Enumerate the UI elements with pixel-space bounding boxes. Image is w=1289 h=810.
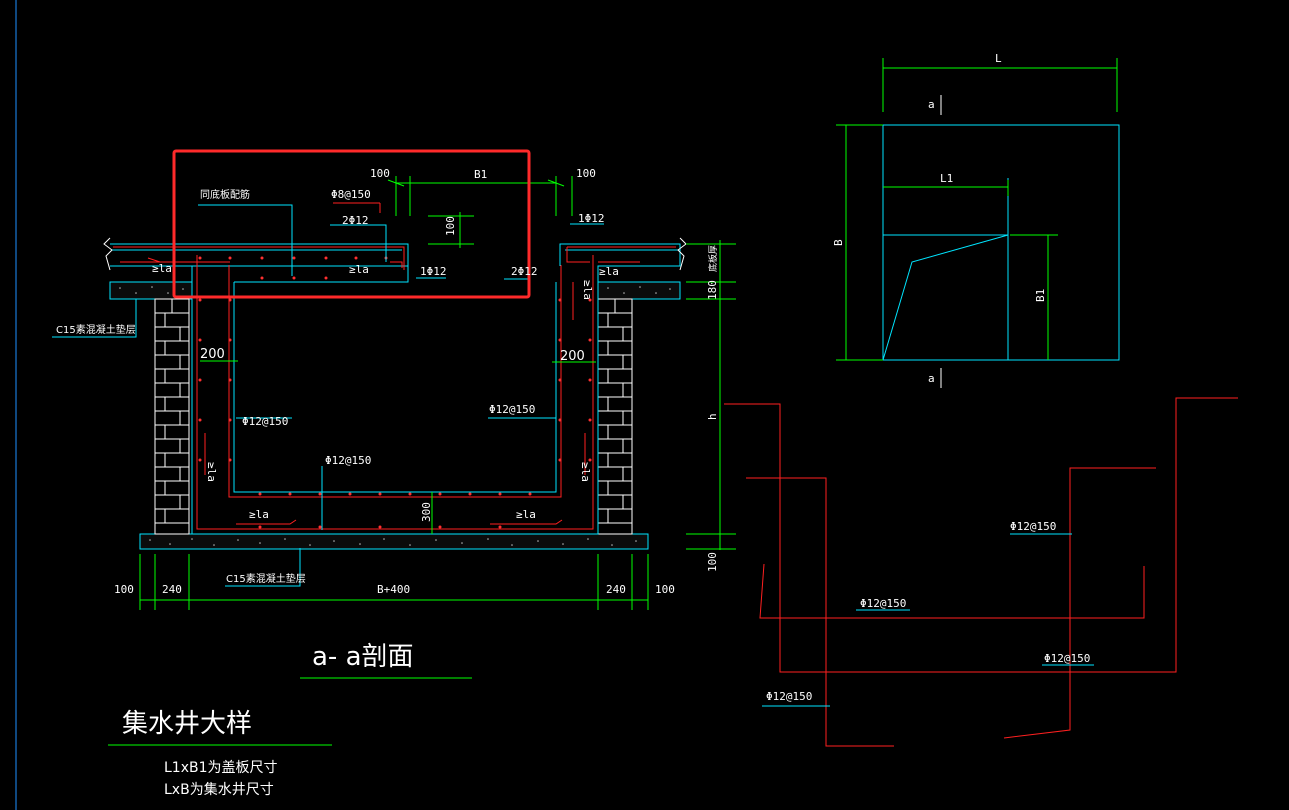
- dim-B: B: [832, 239, 845, 246]
- bedding-hatch: [149, 538, 637, 546]
- anchor-la-4: ≥la: [581, 280, 594, 300]
- detail-label-1: Φ12@150: [1010, 520, 1056, 533]
- label-2phi12-a: 2Φ12: [342, 214, 369, 227]
- dim-slab-thickness: 底板厚: [707, 245, 719, 272]
- highlight-box: [172, 149, 531, 299]
- label-wall-right: Φ12@150: [489, 403, 535, 416]
- c15-label-bottom: C15素混凝土垫层: [226, 572, 306, 585]
- dim-h: h: [706, 413, 719, 420]
- dim-240-r: 240: [606, 583, 626, 596]
- dim-200-right: 200: [560, 349, 585, 364]
- cut-mark-top: a: [928, 98, 935, 111]
- dim-L1: L1: [940, 172, 953, 185]
- detail-label-3: Φ12@150: [1044, 652, 1090, 665]
- anchor-la-1: ≥la: [152, 262, 172, 275]
- dim-b1-top: B1: [474, 168, 487, 181]
- note-pit-size: LxB为集水井尺寸: [164, 781, 274, 798]
- dim-100-bl: 100: [114, 583, 134, 596]
- plan-view: L a L1 B B1 a: [832, 52, 1120, 388]
- label-phi8: Φ8@150: [331, 188, 371, 201]
- bottom-bedding: [139, 533, 649, 550]
- label-2phi12-b: 2Φ12: [511, 265, 538, 278]
- anchor-la-6: ≥la: [579, 462, 592, 482]
- anchor-la-8: ≥la: [516, 508, 536, 521]
- detail-label-2: Φ12@150: [860, 597, 906, 610]
- c15-label-top: C15素混凝土垫层: [56, 323, 136, 336]
- dim-bplus400: B+400: [377, 583, 410, 596]
- label-wall-left: Φ12@150: [242, 415, 288, 428]
- anchor-la-7: ≥la: [249, 508, 269, 521]
- section-title: a- a剖面: [312, 642, 414, 672]
- cut-mark-bottom: a: [928, 372, 935, 385]
- dim-200-left: 200: [200, 347, 225, 362]
- dim-180: 180: [706, 280, 719, 300]
- dim-100-br: 100: [655, 583, 675, 596]
- dim-240-l: 240: [162, 583, 182, 596]
- brick-wall-left: [154, 298, 190, 535]
- dim-100-r: 100: [706, 552, 719, 572]
- dim-300: 300: [420, 502, 433, 522]
- drawing-title: 集水井大样: [122, 709, 252, 739]
- top-bedding-right: [597, 281, 681, 300]
- anchor-la-5: ≥la: [205, 462, 218, 482]
- anchor-la-2: ≥la: [349, 263, 369, 276]
- label-1phi12-a: 1Φ12: [420, 265, 447, 278]
- note-cover-size: L1xB1为盖板尺寸: [164, 760, 278, 776]
- dim-100-vert: 100: [444, 216, 457, 236]
- detail-label-4: Φ12@150: [766, 690, 812, 703]
- rebar-detail: Φ12@150 Φ12@150 Φ12@150 Φ12@150: [724, 397, 1238, 747]
- label-bottom-rebar: Φ12@150: [325, 454, 371, 467]
- label-1phi12-b: 1Φ12: [578, 212, 605, 225]
- note-same-as-bottom-slab: 同底板配筋: [200, 188, 250, 201]
- pit-outline: [882, 124, 1120, 361]
- concrete-outline: [110, 243, 681, 535]
- dim-100-right-top: 100: [576, 167, 596, 180]
- dim-B1: B1: [1034, 289, 1047, 302]
- dim-L: L: [995, 52, 1002, 65]
- section-view: 同底板配筋 Φ8@150 2Φ12 1Φ12 2Φ12 1Φ12 100 B1 …: [52, 149, 736, 746]
- brick-wall-right: [597, 298, 633, 535]
- footer: 集水井大样 L1xB1为盖板尺寸 LxB为集水井尺寸: [122, 709, 278, 798]
- anchor-la-3: ≥la: [599, 265, 619, 278]
- dim-100-left-top: 100: [370, 167, 390, 180]
- rebar-dots: [198, 256, 592, 529]
